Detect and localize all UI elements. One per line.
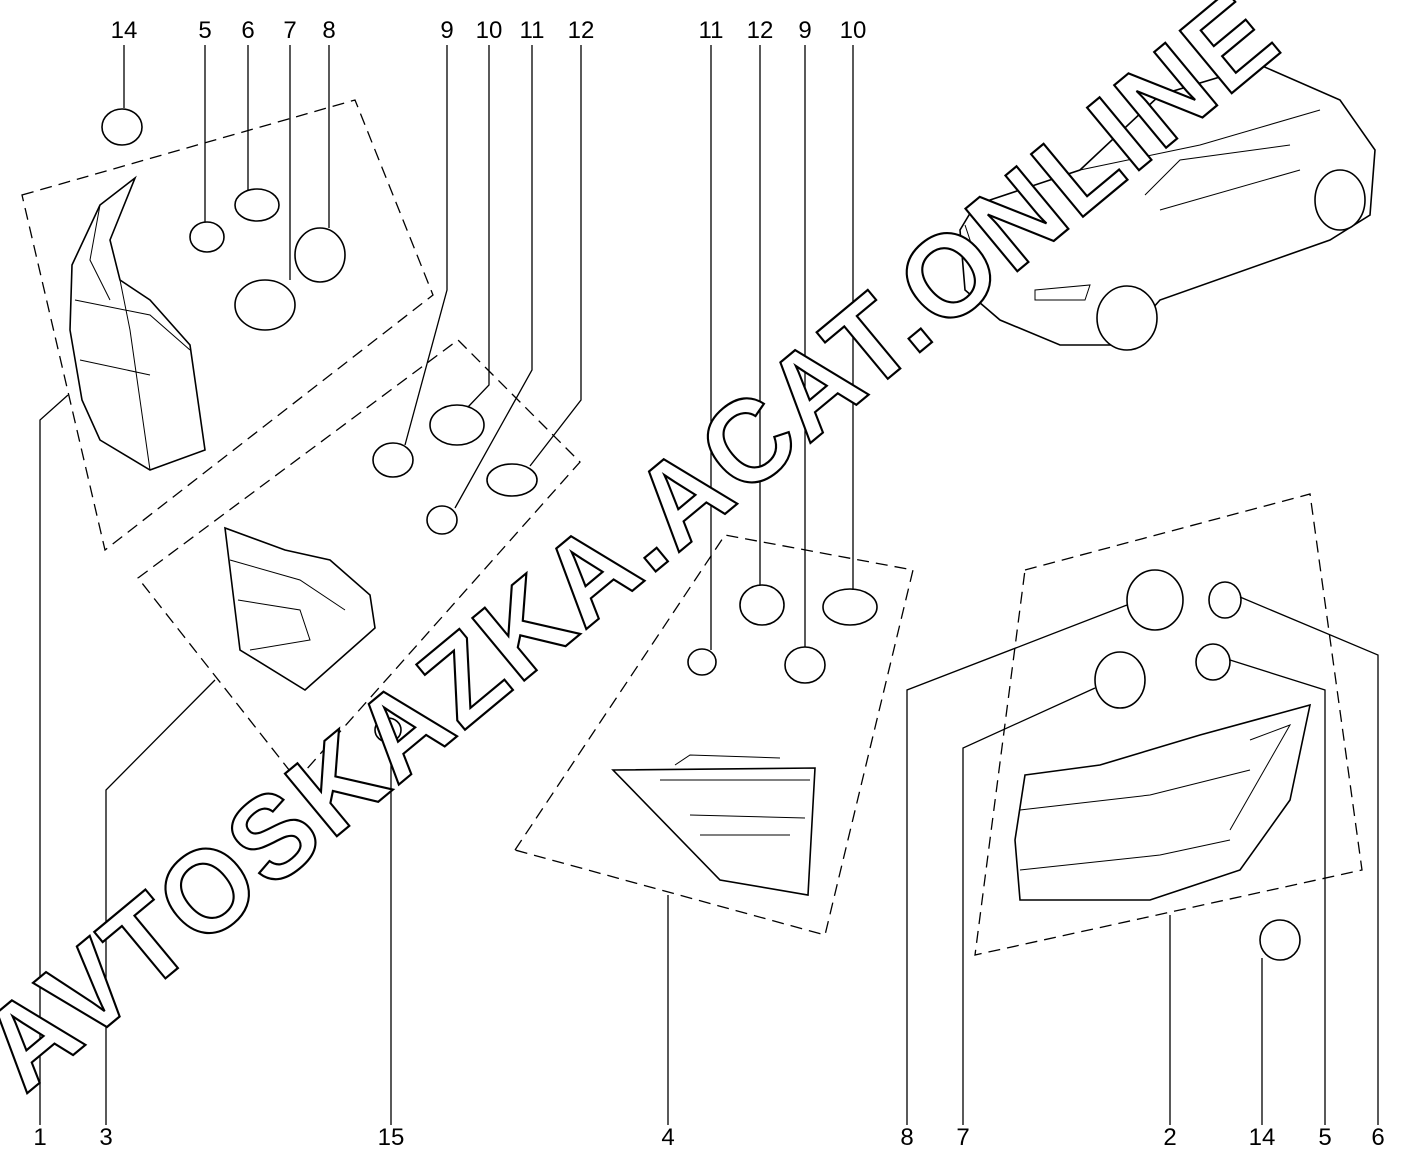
bulb-5-left[interactable] <box>189 221 225 253</box>
socket-10-left[interactable] <box>429 404 485 446</box>
group-box-outer-right-lamp <box>974 493 1363 956</box>
car-location-sketch <box>959 64 1376 351</box>
bulb-7-right[interactable] <box>1094 651 1146 709</box>
socket-10-right[interactable] <box>822 588 878 626</box>
bulb-5-right[interactable] <box>1195 643 1231 681</box>
callout-7: 7 <box>283 17 296 44</box>
outer-left-tail-lamp[interactable] <box>69 175 206 471</box>
bulb-11-left[interactable] <box>426 505 458 535</box>
clip-14-bottom[interactable] <box>1259 919 1301 961</box>
socket-8-left[interactable] <box>294 227 346 283</box>
callout-9: 9 <box>798 17 811 44</box>
callout-5: 5 <box>1318 1124 1331 1151</box>
callout-6: 6 <box>1371 1124 1384 1151</box>
socket-12-left[interactable] <box>486 463 538 497</box>
callout-11: 11 <box>520 17 545 44</box>
callout-12: 12 <box>747 17 774 44</box>
callout-2: 2 <box>1163 1124 1176 1151</box>
bulb-6-right[interactable] <box>1208 581 1242 619</box>
callout-8: 8 <box>322 17 335 44</box>
outer-right-tail-lamp[interactable] <box>1014 703 1312 901</box>
callout-10: 10 <box>840 17 867 44</box>
callout-14: 14 <box>111 17 138 44</box>
callout-11: 11 <box>699 17 724 44</box>
callout-12: 12 <box>568 17 595 44</box>
watermark: AVTOSKAZKA.ACAT.ONLINE <box>0 0 1305 1116</box>
callout-14: 14 <box>1249 1124 1276 1151</box>
group-box-inner-right-lamp <box>513 534 914 936</box>
callout-4: 4 <box>661 1124 674 1151</box>
inner-left-tail-lamp[interactable] <box>224 526 376 691</box>
clip-15[interactable] <box>374 717 402 743</box>
group-box-outer-left-lamp <box>21 99 434 552</box>
bulbs <box>101 108 1301 961</box>
bulb-9-right[interactable] <box>784 646 826 684</box>
socket-8-right[interactable] <box>1126 569 1184 631</box>
clip-14-top[interactable] <box>101 108 143 146</box>
callout-10: 10 <box>476 17 503 44</box>
inner-right-tail-lamp[interactable] <box>611 754 816 896</box>
callout-9: 9 <box>440 17 453 44</box>
callout-1: 1 <box>33 1124 46 1151</box>
callout-3: 3 <box>99 1124 112 1151</box>
group-box-inner-left-lamp <box>137 339 581 782</box>
bulb-7-left[interactable] <box>234 279 296 331</box>
bulb-11-right[interactable] <box>687 648 717 676</box>
bulb-9-left[interactable] <box>372 442 414 478</box>
callout-15: 15 <box>378 1124 405 1151</box>
callout-5: 5 <box>198 17 211 44</box>
socket-12-right[interactable] <box>739 584 785 626</box>
callout-8: 8 <box>900 1124 913 1151</box>
leader-lines <box>39 45 1379 1125</box>
callout-6: 6 <box>241 17 254 44</box>
callout-7: 7 <box>956 1124 969 1151</box>
bulb-6-left[interactable] <box>234 188 280 222</box>
